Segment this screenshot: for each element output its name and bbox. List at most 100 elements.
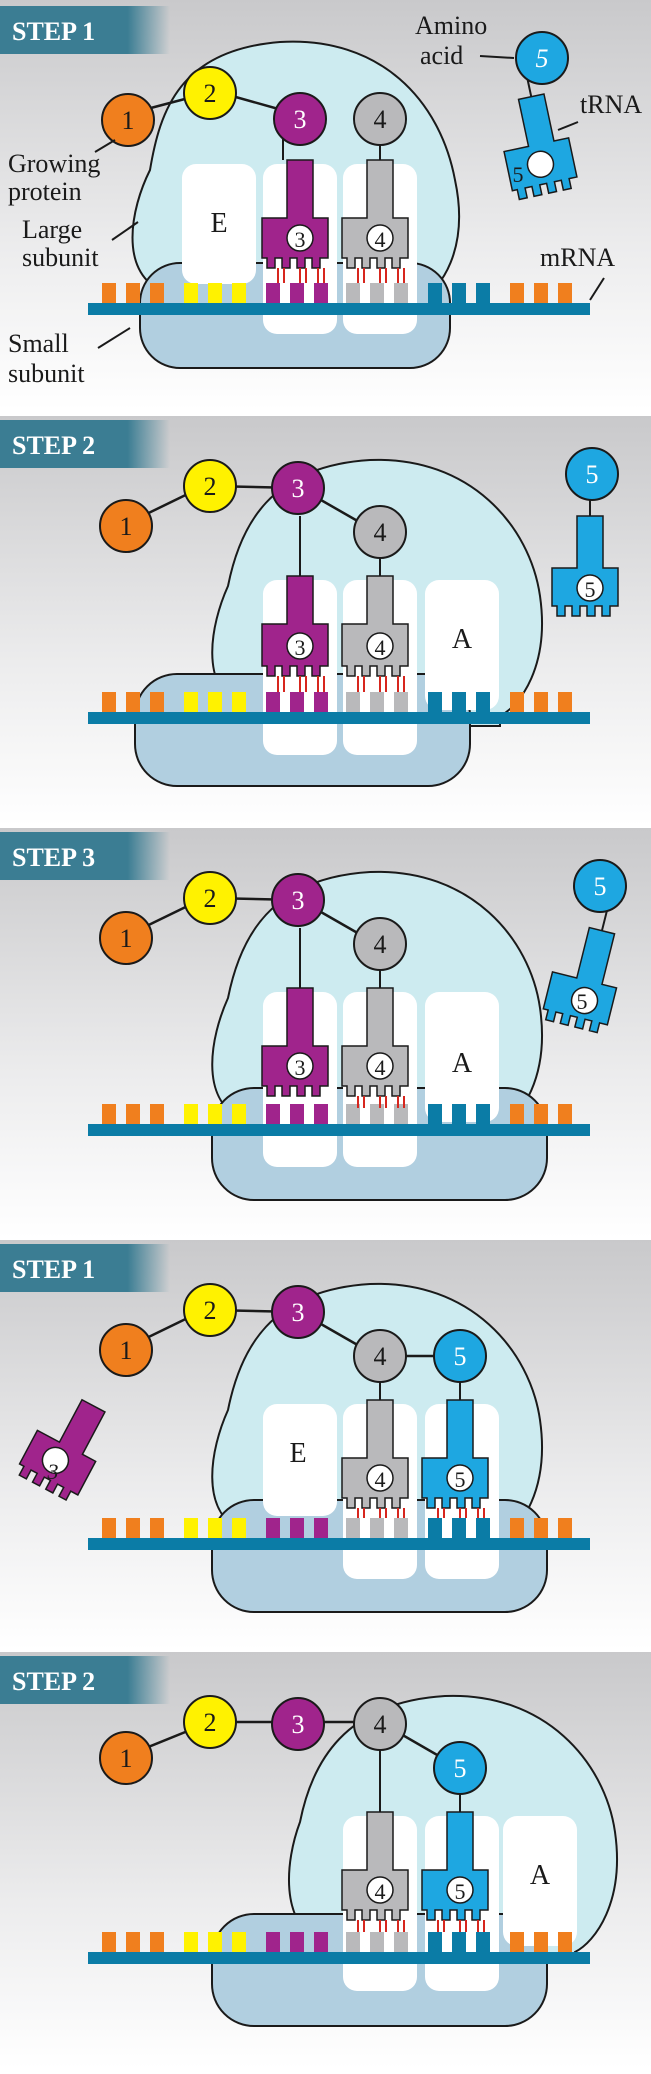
amino-acid-5 [433, 1329, 487, 1383]
trna-3-label: 3 [295, 227, 306, 252]
amino-acid-1-label: 1 [120, 1744, 133, 1773]
amino-acid-4 [353, 1329, 407, 1383]
amino-acid-5-label: 5 [594, 872, 607, 901]
trna-5: 5 [421, 1375, 489, 1518]
trna-4-label: 4 [375, 227, 386, 252]
released-trna-3 [18, 1398, 106, 1502]
mrna-strand [88, 1518, 590, 1550]
e-site [263, 1404, 337, 1516]
amino-acid-2-label: 2 [204, 472, 217, 501]
mrna-strand [88, 283, 590, 315]
step-label: STEP 2 [12, 431, 95, 460]
incoming-trna-5 [503, 78, 578, 201]
trna-3-label: 3 [295, 635, 306, 660]
amino-acid-2 [183, 1283, 237, 1337]
amino-acid-1-label: 1 [122, 106, 135, 135]
amino-acid-3 [271, 873, 325, 927]
mrna-strand [88, 1932, 590, 1964]
amino-acid-1-label: 1 [120, 512, 133, 541]
amino-acid-4-label: 4 [374, 1710, 387, 1739]
site-e-label: E [289, 1438, 306, 1469]
label-growing-protein-2: protein [8, 177, 82, 206]
trna-4-label: 4 [375, 1055, 386, 1080]
label-small-subunit-2: subunit [8, 359, 85, 388]
step-badge [0, 832, 170, 880]
amino-acid-1-label: 1 [120, 1336, 133, 1365]
amino-acid-3-label: 3 [292, 1298, 305, 1327]
label-small-subunit-1: Small [8, 329, 69, 358]
step-label: STEP 2 [12, 1667, 95, 1696]
amino-acid-4-label: 4 [374, 930, 387, 959]
amino-acid-5 [565, 447, 619, 501]
trna-4: 4 [341, 135, 409, 283]
released-trna-3-label: 3 [47, 1459, 59, 1484]
panel-step-1-repeat: STEP 1 E 4 5 [0, 1240, 651, 1650]
label-growing-protein-1: Growing [8, 149, 100, 178]
trna-5-label: 5 [455, 1879, 466, 1904]
amino-acid-2-label: 2 [204, 79, 217, 108]
amino-acid-1 [99, 911, 153, 965]
a-site [425, 580, 499, 710]
amino-acid-1 [99, 1731, 153, 1785]
trna-3: 3 [261, 928, 329, 1097]
trna-3: 3 [261, 516, 329, 692]
amino-acid-3 [271, 1285, 325, 1339]
amino-acid-5 [433, 1741, 487, 1795]
step-badge [0, 6, 170, 54]
step-label: STEP 1 [12, 17, 95, 46]
amino-acid-4 [353, 1697, 407, 1751]
amino-acid-3-label: 3 [294, 105, 307, 134]
mrna-strand [88, 692, 590, 724]
trna-4-label: 4 [375, 1879, 386, 1904]
amino-acid-3 [271, 1697, 325, 1751]
trna-3: 3 [261, 115, 329, 283]
amino-acid-2-label: 2 [204, 884, 217, 913]
amino-acid-5-label: 5 [536, 44, 549, 73]
site-a-label: A [452, 624, 473, 655]
step-badge [0, 1244, 170, 1292]
amino-acid-3-label: 3 [292, 1710, 305, 1739]
amino-acid-2-label: 2 [204, 1296, 217, 1325]
incoming-trna-5: 5 [551, 486, 619, 617]
amino-acid-1 [99, 1323, 153, 1377]
e-site [182, 164, 256, 284]
panel-step-1: STEP 1 E 3 [0, 0, 651, 410]
incoming-trna-5-label: 5 [577, 989, 588, 1014]
amino-acid-3-label: 3 [292, 886, 305, 915]
trna-3-label: 3 [295, 1055, 306, 1080]
amino-acid-4 [353, 917, 407, 971]
trna-4-label: 4 [375, 1467, 386, 1492]
trna-4: 4 [341, 551, 409, 692]
label-amino-acid-2: acid [420, 41, 463, 70]
label-amino-acid-1: Amino [415, 11, 487, 40]
step-label: STEP 1 [12, 1255, 95, 1284]
site-a-label: A [452, 1048, 473, 1079]
amino-acid-4 [353, 92, 407, 146]
a-site [425, 992, 499, 1122]
label-large-subunit-2: subunit [22, 243, 99, 272]
site-e-label: E [210, 208, 227, 239]
amino-acid-2-label: 2 [204, 1708, 217, 1737]
panel-step-2-repeat: STEP 2 A 4 5 [0, 1652, 651, 2069]
amino-acid-3 [273, 92, 327, 146]
incoming-trna-5 [542, 906, 618, 1034]
amino-acid-4-label: 4 [374, 105, 387, 134]
amino-acid-3-label: 3 [292, 474, 305, 503]
step-label: STEP 3 [12, 843, 95, 872]
label-large-subunit-1: Large [22, 215, 82, 244]
amino-acid-1 [99, 499, 153, 553]
amino-acid-4-label: 4 [374, 518, 387, 547]
amino-acid-5 [515, 31, 569, 85]
amino-acid-2 [183, 1695, 237, 1749]
amino-acid-5-label: 5 [454, 1342, 467, 1371]
step-badge [0, 1656, 170, 1704]
panel-step-3: STEP 3 A 3 4 1 2 3 4 [0, 828, 651, 1238]
amino-acid-2 [183, 459, 237, 513]
amino-acid-1 [101, 93, 155, 147]
amino-acid-1-label: 1 [120, 924, 133, 953]
label-trna: tRNA [580, 90, 642, 119]
trna-4: 4 [341, 1375, 409, 1518]
mrna-strand [88, 1104, 590, 1136]
label-mrna: mRNA [540, 243, 615, 272]
amino-acid-4-label: 4 [374, 1342, 387, 1371]
